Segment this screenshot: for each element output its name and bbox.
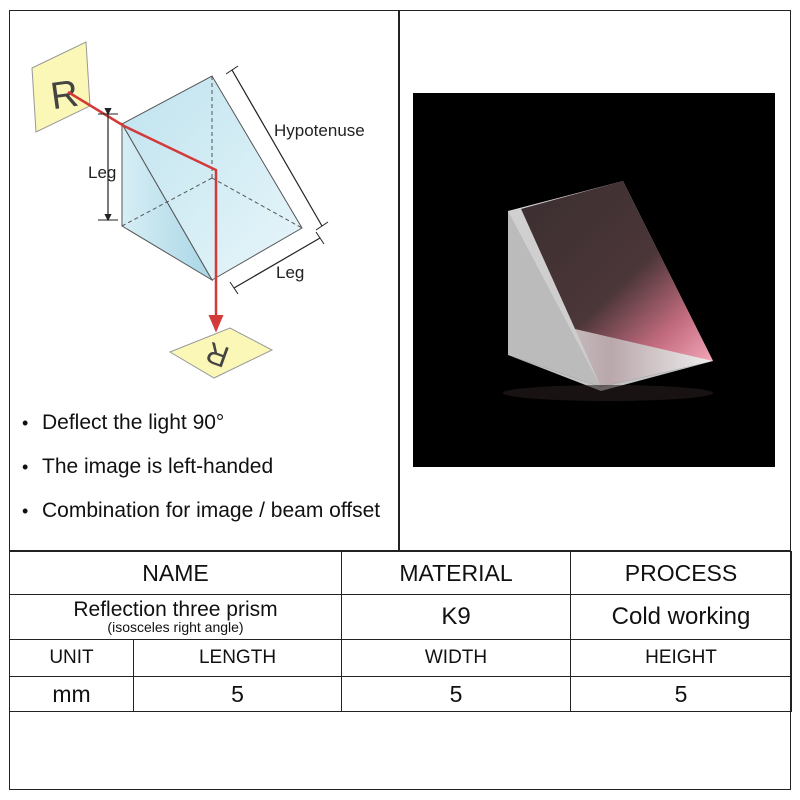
table-row: Reflection three prism (isosceles right … (8, 594, 793, 640)
feature-item: Deflect the light 90° (22, 412, 380, 435)
cell-process: Cold working (570, 594, 793, 640)
feature-list: Deflect the light 90° The image is left-… (22, 412, 380, 544)
header-process: PROCESS (570, 551, 793, 595)
light-ray (67, 90, 224, 333)
product-subtitle: (isosceles right angle) (107, 619, 244, 635)
outer-frame (9, 10, 791, 790)
label-hypotenuse: Hypotenuse (274, 121, 365, 140)
table-row: UNIT LENGTH WIDTH HEIGHT (9, 639, 793, 677)
product-name: Reflection three prism (73, 598, 278, 621)
feature-item: The image is left-handed (22, 456, 380, 479)
prism-photo-hypotenuse (521, 181, 713, 361)
cell-material: K9 (341, 594, 572, 640)
cell-length: 5 (132, 676, 343, 712)
marker-bottom-icon: R (168, 327, 274, 379)
cell-unit: mm (9, 676, 134, 712)
marker-top-label: R (48, 73, 81, 118)
table-row: mm 5 5 5 (9, 676, 793, 712)
header-length: LENGTH (132, 639, 343, 677)
vertical-divider (398, 10, 400, 550)
product-photo (413, 93, 775, 467)
label-leg-left: Leg (88, 163, 116, 182)
header-width: WIDTH (341, 639, 572, 677)
feature-item: Combination for image / beam offset (22, 500, 380, 523)
marker-top-icon: R (31, 41, 91, 133)
prism-diagram: R R Leg Hypotenuse Leg (31, 41, 365, 379)
cell-name: Reflection three prism (isosceles right … (8, 594, 343, 640)
spec-table: NAME MATERIAL PROCESS Reflection three p… (8, 551, 793, 712)
header-name: NAME (8, 551, 343, 595)
label-leg-bottom: Leg (276, 263, 304, 282)
table-row: NAME MATERIAL PROCESS (8, 551, 793, 595)
header-unit: UNIT (9, 639, 134, 677)
header-height: HEIGHT (570, 639, 793, 677)
header-material: MATERIAL (341, 551, 572, 595)
cell-width: 5 (341, 676, 572, 712)
cell-height: 5 (570, 676, 793, 712)
horizontal-divider (9, 550, 791, 552)
